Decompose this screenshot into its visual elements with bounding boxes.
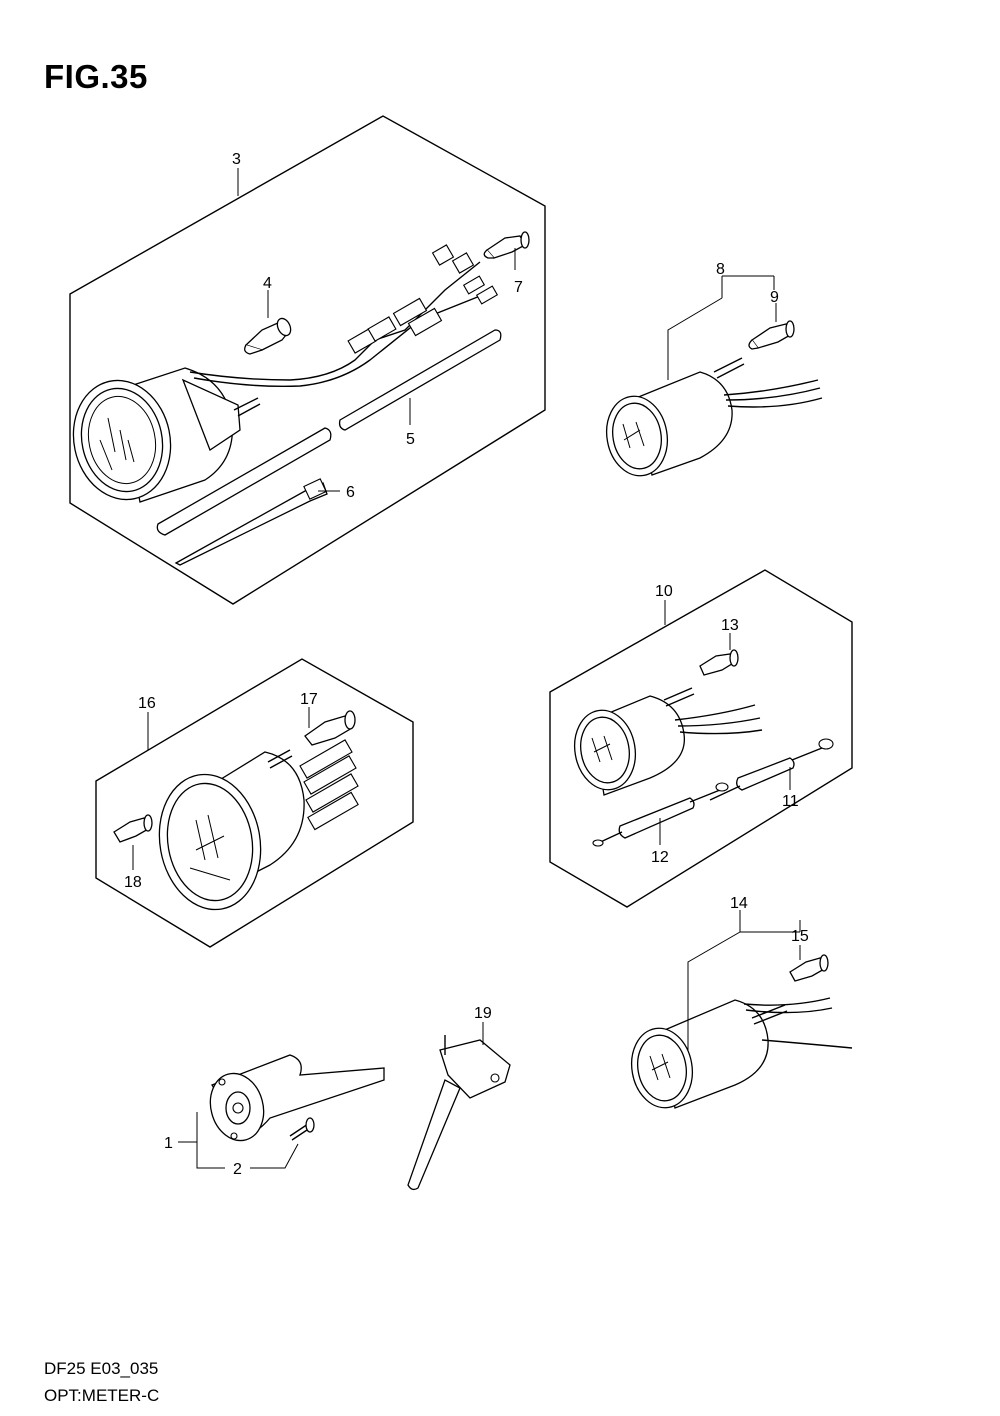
callout-11: 11 bbox=[782, 793, 799, 810]
bulb-socket-4 bbox=[244, 317, 292, 355]
screw-2 bbox=[289, 1117, 315, 1141]
callout-7: 7 bbox=[514, 279, 523, 296]
bulb-13 bbox=[699, 649, 739, 676]
callout-19: 19 bbox=[474, 1005, 492, 1022]
callout-labels: 3 4 7 5 6 8 9 10 13 11 12 16 17 18 14 15… bbox=[124, 151, 809, 1178]
hose-5 bbox=[156, 329, 502, 536]
callout-12: 12 bbox=[651, 849, 669, 866]
gauge-8 bbox=[606, 357, 823, 477]
bulb-9 bbox=[748, 320, 795, 350]
sender-arm-19 bbox=[407, 1035, 511, 1191]
leader-lines bbox=[132, 168, 801, 1169]
callout-3: 3 bbox=[232, 151, 241, 168]
callout-5: 5 bbox=[406, 431, 415, 448]
callout-17: 17 bbox=[300, 691, 318, 708]
bulb-15 bbox=[789, 954, 829, 982]
gauge-14 bbox=[631, 997, 853, 1109]
callout-14: 14 bbox=[730, 895, 748, 912]
footer-section-name: OPT:METER-C bbox=[44, 1386, 160, 1405]
callout-6: 6 bbox=[346, 484, 355, 501]
callout-1: 1 bbox=[164, 1135, 173, 1152]
callout-18: 18 bbox=[124, 874, 142, 891]
callout-2: 2 bbox=[233, 1161, 242, 1178]
group-16-box bbox=[95, 658, 414, 948]
bulb-7 bbox=[483, 231, 530, 259]
cable-tie-6 bbox=[174, 478, 328, 566]
figure-title: FIG.35 bbox=[44, 58, 148, 95]
tachometer-gauge-3 bbox=[72, 244, 499, 503]
bulb-18 bbox=[113, 814, 153, 843]
callout-16: 16 bbox=[138, 695, 156, 712]
callout-9: 9 bbox=[770, 289, 779, 306]
footer-model-code: DF25 E03_035 bbox=[44, 1359, 159, 1378]
callout-4: 4 bbox=[263, 275, 272, 292]
group-3-box bbox=[69, 115, 546, 605]
callout-15: 15 bbox=[791, 928, 809, 945]
callout-10: 10 bbox=[655, 583, 673, 600]
wire-harness-11 bbox=[709, 738, 834, 801]
callout-13: 13 bbox=[721, 617, 739, 634]
group-10-box bbox=[549, 569, 853, 908]
bulb-17 bbox=[304, 710, 356, 746]
bracket-1 bbox=[209, 1054, 385, 1142]
gauge-16 bbox=[158, 739, 359, 911]
callout-8: 8 bbox=[716, 261, 725, 278]
gauge-10 bbox=[574, 687, 763, 796]
wire-harness-12 bbox=[592, 782, 729, 847]
